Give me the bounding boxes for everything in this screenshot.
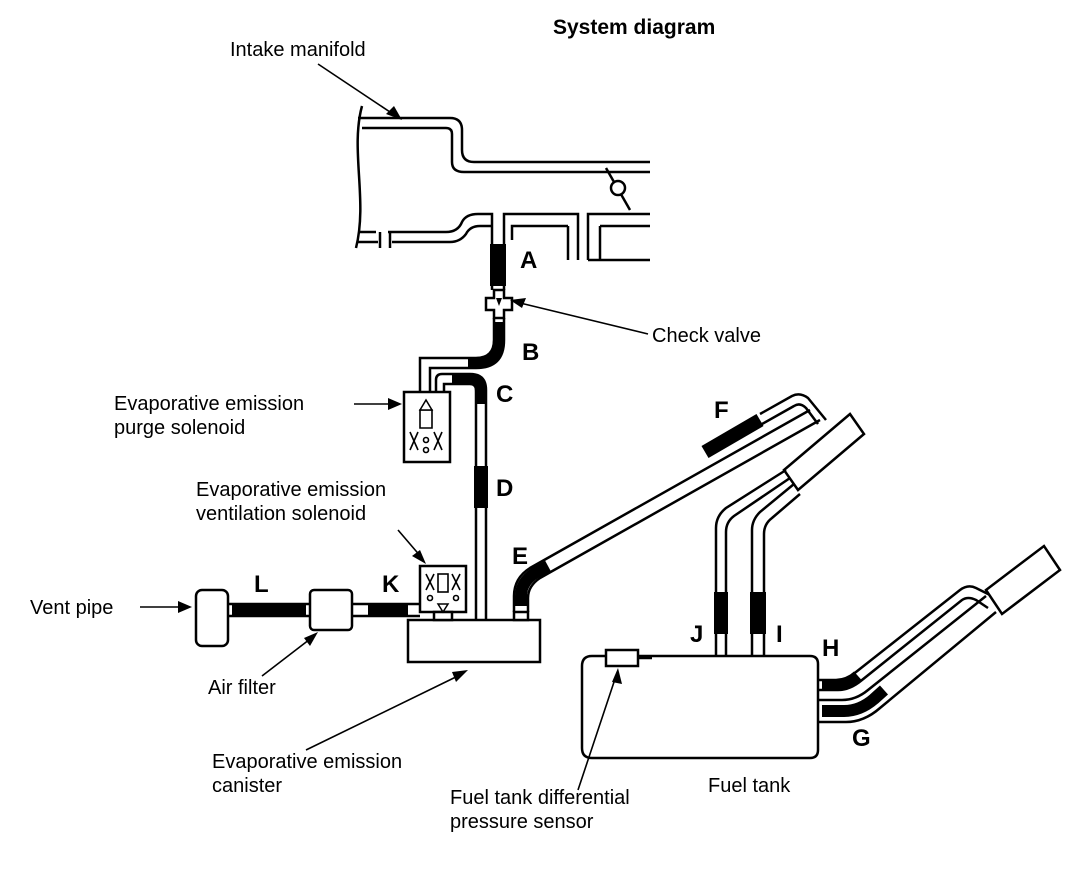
label-canister-1: Evaporative emission bbox=[212, 751, 402, 773]
diagram-title: System diagram bbox=[553, 16, 715, 39]
filler-neck-upper bbox=[782, 412, 866, 492]
hose-label-e: E bbox=[512, 543, 528, 570]
hose-label-c: C bbox=[496, 381, 513, 408]
hose-label-b: B bbox=[522, 339, 539, 366]
label-intake-manifold: Intake manifold bbox=[230, 39, 366, 61]
purge-solenoid bbox=[402, 390, 452, 464]
hose-h bbox=[818, 585, 993, 692]
hose-i bbox=[750, 483, 801, 656]
hose-c bbox=[434, 372, 488, 620]
hose-label-l: L bbox=[254, 571, 269, 598]
hose-e bbox=[512, 408, 821, 612]
fuel-tank-differential-pressure-sensor bbox=[604, 648, 652, 668]
label-vent-pipe: Vent pipe bbox=[30, 597, 113, 619]
label-ventilation-solenoid-1: Evaporative emission bbox=[196, 479, 386, 501]
hose-k bbox=[350, 602, 420, 618]
hose-d bbox=[474, 466, 488, 508]
hose-label-g: G bbox=[852, 725, 871, 752]
throttle-valve-icon bbox=[609, 179, 627, 197]
ventilation-solenoid bbox=[418, 564, 468, 622]
label-pressure-sensor-2: pressure sensor bbox=[450, 811, 594, 833]
hose-label-d: D bbox=[496, 475, 513, 502]
label-canister-2: canister bbox=[212, 775, 282, 797]
hose-b bbox=[418, 318, 506, 392]
filler-neck-lower bbox=[984, 544, 1062, 616]
label-ventilation-solenoid-2: ventilation solenoid bbox=[196, 503, 366, 525]
hose-a bbox=[490, 240, 506, 290]
evaporative-emission-canister bbox=[406, 610, 542, 664]
hose-g bbox=[818, 595, 997, 724]
hose-label-k: K bbox=[382, 571, 400, 598]
hose-f bbox=[701, 393, 827, 459]
hose-label-h: H bbox=[822, 635, 839, 662]
label-check-valve: Check valve bbox=[652, 325, 761, 347]
label-pressure-sensor-1: Fuel tank differential bbox=[450, 787, 630, 809]
check-valve bbox=[484, 288, 514, 320]
hose-l bbox=[226, 602, 310, 618]
hose-j bbox=[714, 468, 791, 656]
fuel-tank bbox=[580, 654, 820, 760]
label-purge-solenoid-1: Evaporative emission bbox=[114, 393, 304, 415]
hose-label-j: J bbox=[690, 621, 703, 648]
air-filter bbox=[308, 588, 354, 632]
hose-label-f: F bbox=[714, 397, 729, 424]
label-air-filter: Air filter bbox=[208, 677, 276, 699]
hose-label-a: A bbox=[520, 247, 537, 274]
label-fuel-tank: Fuel tank bbox=[708, 775, 791, 797]
intake-manifold bbox=[354, 105, 650, 262]
hose-label-i: I bbox=[776, 621, 783, 648]
label-purge-solenoid-2: purge solenoid bbox=[114, 417, 245, 439]
vent-pipe bbox=[194, 588, 230, 648]
